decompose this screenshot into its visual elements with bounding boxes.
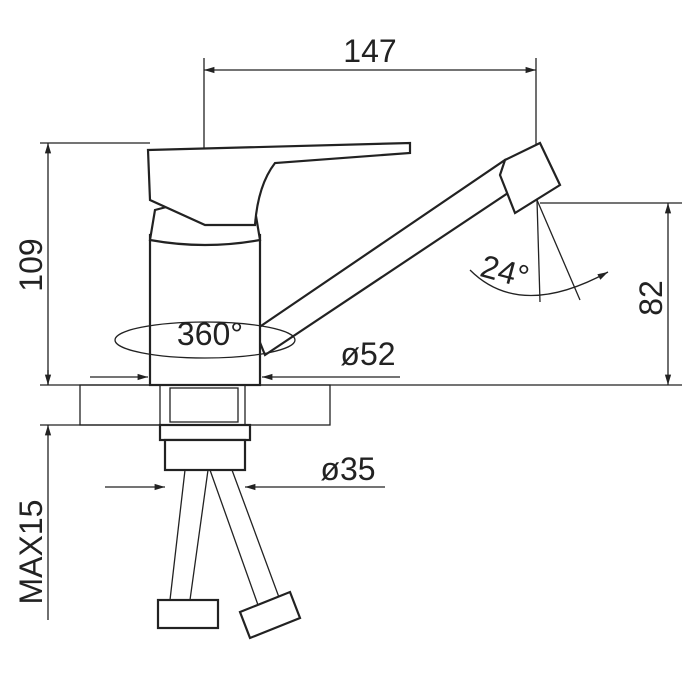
countertop-section (79, 384, 331, 426)
dim-82-label: 82 (633, 280, 669, 316)
faucet-body (146, 141, 562, 472)
supply-hoses (156, 469, 302, 640)
angle-indicator (469, 199, 609, 303)
dimension-lines (40, 58, 682, 620)
rotation-ellipse (114, 321, 296, 359)
dim-109-label: 109 (13, 238, 49, 291)
dim-147-label: 147 (343, 33, 396, 69)
dim-52-label: ø52 (340, 336, 395, 372)
dim-35-label: ø35 (320, 451, 375, 487)
rotation-360-label: 360° (177, 316, 243, 352)
dim-max15-label: MAX15 (13, 500, 49, 605)
angle-24-label: 24° (477, 248, 533, 295)
